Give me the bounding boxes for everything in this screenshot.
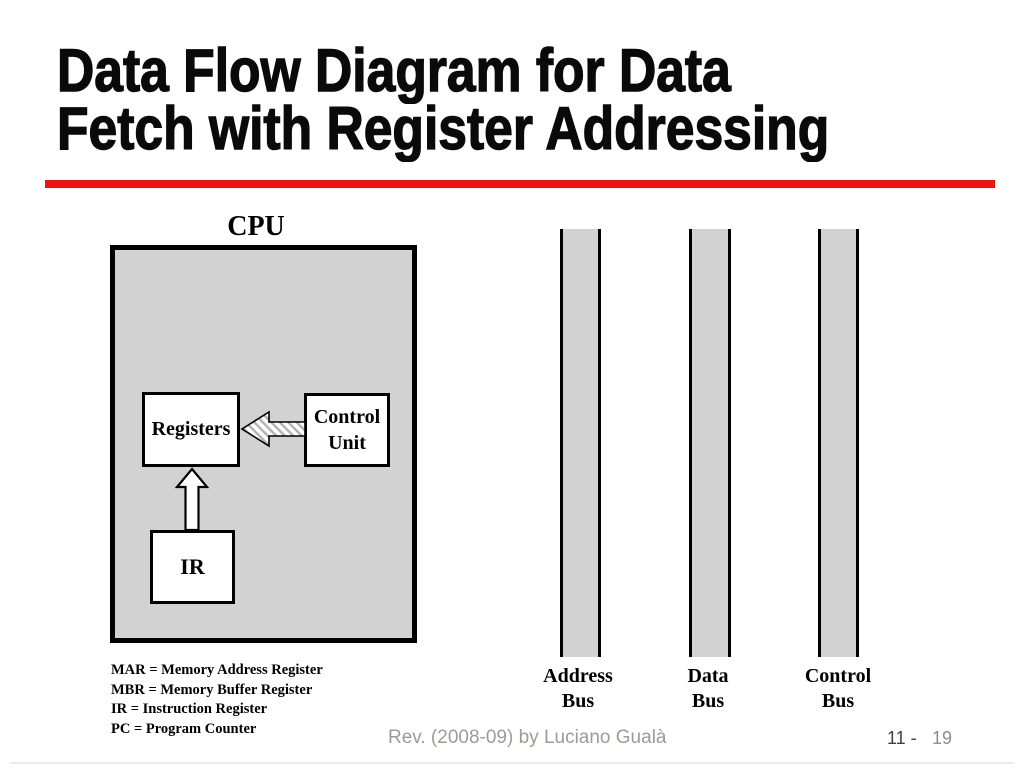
control-bus-label: Control Bus — [804, 665, 872, 712]
ir-box: IR — [150, 530, 235, 604]
address-bus-bar — [560, 229, 601, 657]
page-number-prefix: 11 - — [887, 728, 917, 748]
registers-box: Registers — [142, 392, 240, 467]
legend-line-pc: PC = Program Counter — [111, 720, 257, 737]
ir-label: IR — [180, 554, 205, 579]
cpu-label: CPU — [227, 211, 285, 242]
slide-title-line1: Data Flow Diagram for Data — [56, 37, 731, 104]
control-unit-label: Control Unit — [313, 406, 381, 454]
title-underline-rule — [45, 180, 995, 188]
control-bus-bar — [818, 229, 859, 657]
slide-title-line2: Fetch with Register Addressing — [56, 95, 830, 162]
legend: MAR = Memory Address Register MBR = Memo… — [111, 661, 323, 739]
control-unit-box: Control Unit — [304, 393, 390, 467]
registers-label: Registers — [151, 418, 231, 440]
slide-title: Data Flow Diagram for Data Fetch with Re… — [56, 37, 955, 162]
page-number: 19 — [932, 728, 953, 748]
address-bus-label: Address Bus — [543, 665, 613, 712]
legend-line-mbr: MBR = Memory Buffer Register — [111, 681, 313, 698]
data-bus-label: Data Bus — [687, 665, 729, 712]
legend-line-ir: IR = Instruction Register — [111, 701, 268, 717]
bottom-hairline — [10, 762, 1014, 764]
footer-credit: Rev. (2008-09) by Luciano Gualà — [388, 727, 667, 748]
legend-line-mar: MAR = Memory Address Register — [111, 662, 323, 678]
data-bus-bar — [689, 229, 731, 657]
